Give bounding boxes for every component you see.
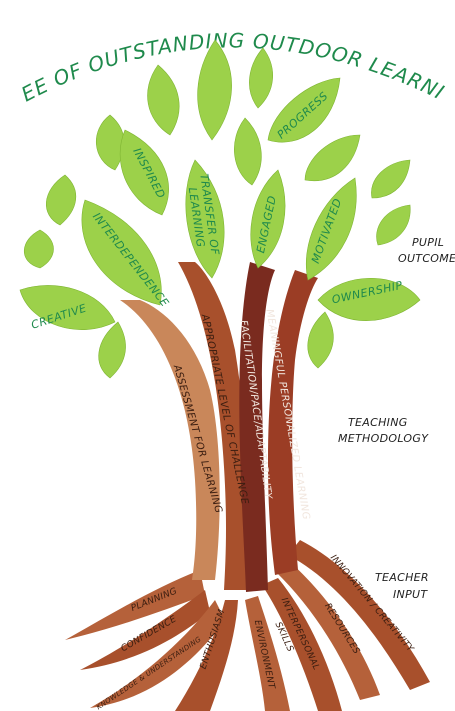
root-innovation [288,540,430,690]
side-labels: PUPIL OUTCOMES TEACHING METHODOLOGY TEAC… [338,236,455,601]
leaf-interdependence [81,199,162,306]
leaf [24,229,54,269]
leaf-inspired [119,129,169,216]
teacher-input-label-line1: TEACHER [375,571,429,584]
teaching-methodology-label-line1: TEACHING [348,416,408,429]
roots [65,540,430,711]
leaf [249,47,273,109]
root-enthusiasm [175,600,238,711]
leaf-progress [267,77,341,143]
branch-meaningful [268,270,318,575]
root-knowledge [90,600,225,708]
leaf-transfer [185,159,225,279]
root-planning [65,570,205,640]
leaf [95,114,125,171]
root-environment [245,596,290,711]
leaf [371,159,411,199]
leaf [234,117,262,186]
leaf [98,321,126,379]
branch-assessment [120,300,220,580]
leaf [45,174,77,226]
leaf [147,64,180,136]
branch-facilitation [239,262,275,592]
leaf-creative [19,285,116,330]
teacher-input-label-line2: INPUT [393,588,428,601]
root-interpersonal [262,578,342,711]
branch-challenge [178,262,250,590]
leaf [304,134,361,182]
canopy [19,39,421,379]
leaf [307,311,334,369]
root-confidence [80,590,210,670]
trunk [120,262,318,592]
root-resources [276,562,380,700]
pupil-outcomes-label-line2: OUTCOMES [398,252,455,265]
teaching-methodology-label-line2: METHODOLOGY [338,432,429,445]
leaf-motivated [305,177,357,281]
leaf [197,39,232,141]
leaf-ownership [317,277,421,321]
leaf [376,204,411,246]
leaf-engaged [250,169,286,269]
pupil-outcomes-label-line1: PUPIL [412,236,444,249]
